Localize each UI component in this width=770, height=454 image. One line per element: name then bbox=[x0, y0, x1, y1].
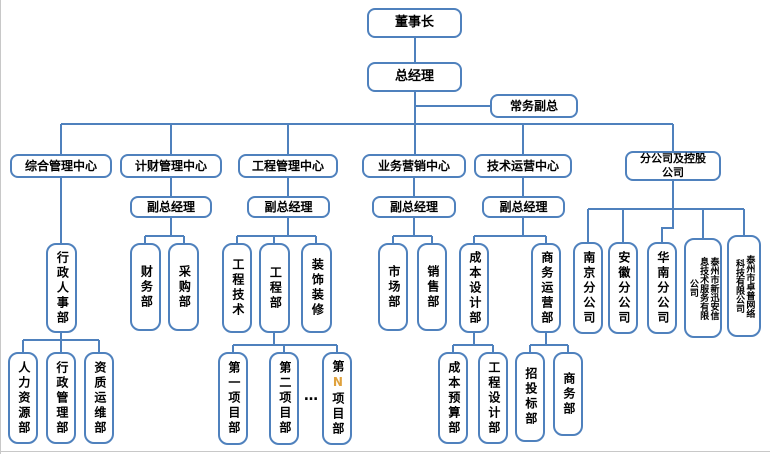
org-node-subsidiary-xinxunan: 泰州市新迅安信 息技术服务有限 公司 bbox=[684, 238, 722, 338]
org-node-dept-cost-budget: 成本预算部 bbox=[438, 352, 468, 444]
org-node-deputy-gm-marketing: 副总经理 bbox=[372, 196, 456, 218]
sheet-bottom-edge-line bbox=[0, 451, 770, 452]
org-node-dept-eng-tech: 工程技术 bbox=[222, 243, 252, 333]
org-node-executive-deputy-gm: 常务副总 bbox=[490, 94, 578, 118]
org-node-center-branches: 分公司及控股 公司 bbox=[625, 151, 721, 181]
org-node-chairman: 董事长 bbox=[367, 8, 462, 38]
org-node-branch-nanjing: 南京分公司 bbox=[573, 242, 603, 334]
org-node-dept-sales: 销售部 bbox=[417, 243, 447, 331]
org-node-dept-engineering: 工程部 bbox=[259, 243, 290, 333]
org-node-center-marketing: 业务营销中心 bbox=[362, 154, 466, 178]
org-node-dept-business-ops: 商务运营部 bbox=[531, 243, 561, 333]
org-node-center-finance: 计财管理中心 bbox=[120, 154, 222, 178]
org-node-center-engineering: 工程管理中心 bbox=[238, 154, 338, 178]
org-node-dept-cost-design: 成本设计部 bbox=[459, 243, 489, 333]
org-node-label-part: 项目部 bbox=[330, 392, 345, 437]
org-node-center-tech-ops: 技术运营中心 bbox=[474, 154, 572, 178]
org-node-dept-hr: 人力资源部 bbox=[8, 352, 38, 444]
org-node-deputy-gm-engineering: 副总经理 bbox=[247, 196, 330, 218]
org-node-dept-finance: 财务部 bbox=[130, 243, 161, 331]
org-node-dept-qualification-ops: 资质运维部 bbox=[84, 352, 114, 444]
org-node-label-part: 第 bbox=[330, 360, 345, 375]
org-node-dept-eng-design: 工程设计部 bbox=[478, 352, 508, 444]
org-node-branch-anhui: 安徽分公司 bbox=[608, 242, 638, 334]
org-node-dept-admin-hr: 行政人事部 bbox=[46, 243, 77, 333]
org-node-dept-market: 市场部 bbox=[378, 243, 408, 331]
connector-line bbox=[661, 209, 674, 242]
org-node-deputy-gm-finance: 副总经理 bbox=[130, 196, 212, 218]
org-node-center-general-admin: 综合管理中心 bbox=[10, 154, 112, 178]
org-node-subsidiary-zhuopu: 泰州市卓普网络 科技有限公司 bbox=[727, 235, 761, 337]
org-node-deputy-gm-tech-ops: 副总经理 bbox=[482, 196, 565, 218]
org-node-label-accent: N bbox=[330, 375, 345, 392]
org-node-branch-south-china: 华南分公司 bbox=[647, 242, 677, 334]
org-node-dept-bidding: 招投标部 bbox=[515, 352, 545, 442]
org-node-dept-commerce: 商务部 bbox=[553, 352, 583, 436]
org-node-dept-project-2: 第二项目部 bbox=[269, 352, 299, 445]
org-node-dept-admin-mgmt: 行政管理部 bbox=[46, 352, 76, 444]
sheet-left-edge-line bbox=[0, 0, 1, 454]
org-node-dept-project-1: 第一项目部 bbox=[218, 352, 248, 445]
more-projects-ellipsis: … bbox=[304, 388, 318, 404]
org-node-dept-procurement: 采购部 bbox=[168, 243, 199, 331]
org-node-dept-decoration: 装饰装修 bbox=[301, 243, 332, 333]
org-node-general-manager: 总经理 bbox=[367, 62, 462, 92]
